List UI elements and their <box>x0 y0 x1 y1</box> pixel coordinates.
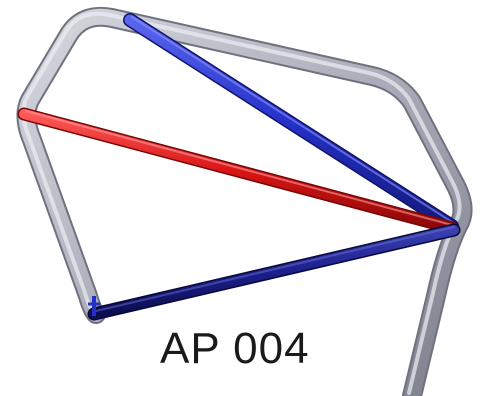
middle-diagonal-brace <box>17 107 459 235</box>
upper-diagonal-brace <box>123 13 459 233</box>
diagram-caption: AP 004 <box>160 324 310 373</box>
lower-diagonal-brace <box>87 223 461 321</box>
lower-left-node <box>88 296 100 316</box>
